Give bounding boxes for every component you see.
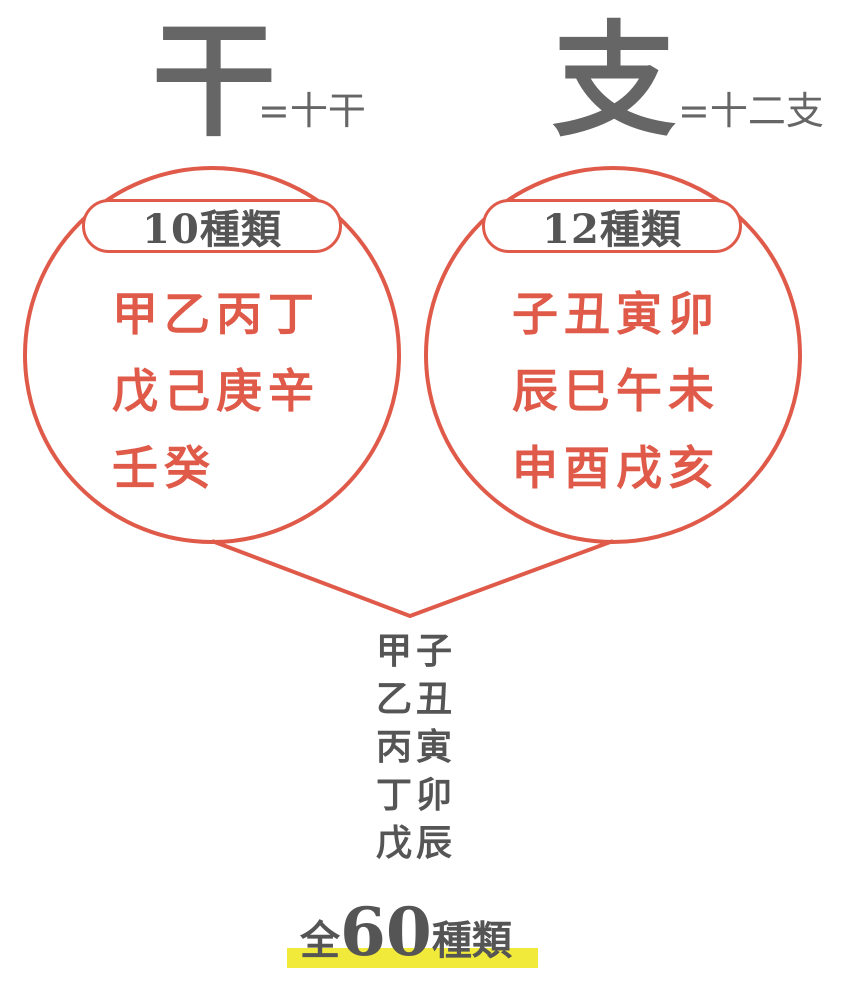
shi-row-3: 申酉戌亥 — [512, 441, 720, 495]
kan-row-1: 甲乙丙丁 — [112, 287, 320, 341]
shi-equals-label: =十二支 — [678, 89, 824, 133]
left-count-badge: 10種類 — [82, 199, 342, 253]
kan-row-3: 壬癸 — [112, 441, 216, 495]
shi-row-1: 子丑寅卯 — [512, 287, 720, 341]
merge-lines — [211, 539, 614, 619]
kan-row-2: 戊己庚辛 — [112, 364, 320, 418]
combination-item: 戊辰 — [376, 823, 457, 864]
total-prefix: 全 — [300, 918, 340, 964]
total-number: 60 — [340, 893, 432, 971]
shi-character: 支 — [552, 10, 677, 154]
combination-item: 乙丑 — [376, 679, 457, 720]
kan-equals-label: =十干 — [258, 89, 366, 133]
right-count-badge: 12種類 — [482, 199, 742, 253]
combination-item: 丁卯 — [376, 775, 457, 816]
combination-list: 甲子 乙丑 丙寅 丁卯 戊辰 — [376, 628, 476, 868]
kan-character: 干 — [152, 10, 277, 154]
left-count-label: 10種類 — [142, 206, 282, 253]
right-count-label: 12種類 — [542, 206, 682, 253]
total-suffix: 種類 — [431, 918, 512, 964]
total-highlight — [287, 948, 538, 968]
combination-item: 甲子 — [376, 631, 457, 672]
total-label: 全 60 種類 — [300, 895, 512, 965]
shi-row-2: 辰巳午未 — [512, 364, 720, 418]
combination-item: 丙寅 — [376, 727, 457, 768]
